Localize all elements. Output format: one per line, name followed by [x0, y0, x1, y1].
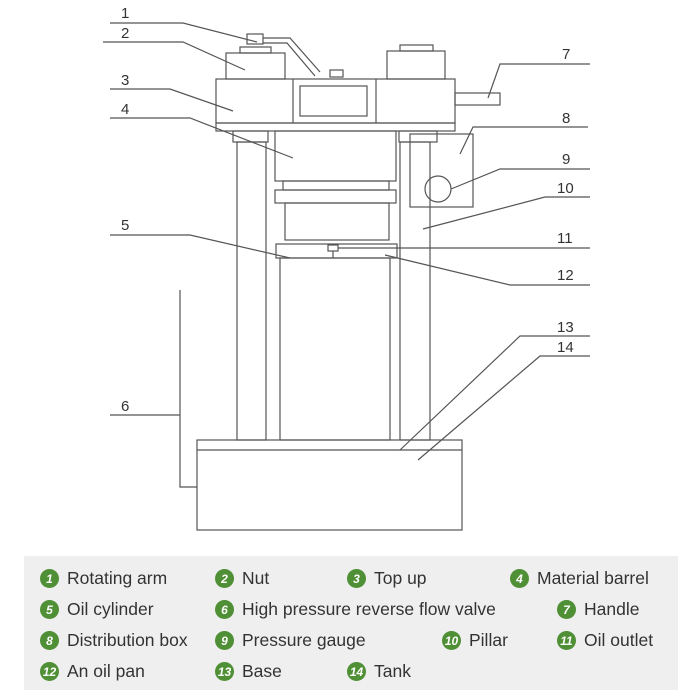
callout-leaders: [103, 22, 590, 461]
number-badge-icon: 11: [557, 631, 576, 650]
rotating-arm: [263, 37, 321, 73]
legend-item: 1 Rotating arm: [40, 568, 167, 589]
handle: [454, 92, 501, 106]
legend: 1 Rotating arm 2 Nut 3 Top up 4 Material bar…: [24, 556, 678, 690]
legend-item: 2 Nut: [215, 568, 269, 589]
machine-drawing: [179, 33, 501, 531]
oil-press-diagram: 1 2 3 4 5 6 7 8 9 10 11 12 13 14: [103, 5, 590, 531]
leader-line: [417, 355, 590, 461]
legend-label: Pillar: [469, 630, 508, 650]
legend-label: Nut: [242, 568, 270, 588]
arm-pivot: [329, 69, 344, 78]
pressure-gauge: [424, 175, 452, 203]
leader-line: [459, 126, 588, 155]
callout-11: 11: [557, 230, 573, 247]
legend-item: 11 Oil outlet: [557, 630, 653, 651]
barrel-ring: [282, 180, 390, 191]
callout-12: 12: [557, 267, 574, 284]
legend-label: Pressure gauge: [242, 630, 366, 650]
callout-1: 1: [121, 5, 129, 22]
legend-item: 12 An oil pan: [40, 661, 145, 682]
callout-9: 9: [562, 151, 570, 168]
number-badge-icon: 14: [347, 662, 366, 681]
nut-plate: [239, 46, 272, 54]
legend-label: Handle: [584, 599, 640, 619]
callout-14: 14: [557, 339, 574, 356]
callout-8: 8: [562, 110, 570, 127]
rotating-arm-edge: [263, 42, 316, 77]
top-window: [299, 85, 368, 117]
base: [196, 439, 463, 531]
legend-item: 4 Material barrel: [510, 568, 649, 589]
legend-label: Top up: [374, 568, 427, 588]
oil-outlet: [327, 244, 339, 252]
callout-6: 6: [121, 398, 129, 415]
legend-label: High pressure reverse flow valve: [242, 599, 496, 619]
legend-item: 7 Handle: [557, 599, 639, 620]
leader-line: [450, 168, 590, 190]
legend-item: 10 Pillar: [442, 630, 508, 651]
leader-line: [487, 63, 590, 99]
oil-cylinder: [279, 257, 391, 441]
number-badge-icon: 3: [347, 569, 366, 588]
callout-numbers: 1 2 3 4 5 6 7 8 9 10 11 12 13 14: [121, 5, 574, 415]
valve-line: [179, 290, 197, 488]
legend-label: Oil outlet: [584, 630, 654, 650]
legend-item: 14 Tank: [347, 661, 411, 682]
number-badge-icon: 9: [215, 631, 234, 650]
top-plate: [215, 122, 456, 132]
callout-2: 2: [121, 25, 129, 42]
legend-label: Material barrel: [537, 568, 649, 588]
number-badge-icon: 7: [557, 600, 576, 619]
legend-label: Tank: [374, 661, 411, 681]
leader-line: [384, 254, 590, 286]
callout-3: 3: [121, 72, 129, 89]
legend-label: Oil cylinder: [67, 599, 154, 619]
number-badge-icon: 13: [215, 662, 234, 681]
leader-line: [110, 117, 294, 159]
number-badge-icon: 10: [442, 631, 461, 650]
leader-line: [110, 234, 291, 259]
callout-5: 5: [121, 217, 129, 234]
rotating-arm-knob: [246, 33, 264, 45]
pillar-left: [236, 141, 267, 441]
callout-10: 10: [557, 180, 574, 197]
legend-label: Distribution box: [67, 630, 188, 650]
leader-line: [399, 335, 590, 451]
number-badge-icon: 12: [40, 662, 59, 681]
right-cap: [399, 44, 434, 52]
number-badge-icon: 4: [510, 569, 529, 588]
number-badge-icon: 2: [215, 569, 234, 588]
leader-line: [103, 41, 246, 71]
number-badge-icon: 1: [40, 569, 59, 588]
legend-item: 8 Distribution box: [40, 630, 188, 651]
legend-label: Base: [242, 661, 282, 681]
legend-label: Rotating arm: [67, 568, 168, 588]
distribution-box: [409, 133, 474, 208]
callout-7: 7: [562, 46, 570, 63]
legend-label: An oil pan: [67, 661, 145, 681]
right-box: [386, 50, 446, 80]
leader-line: [422, 196, 590, 230]
legend-item: 9 Pressure gauge: [215, 630, 366, 651]
barrel-flange: [274, 189, 397, 204]
material-barrel: [274, 130, 397, 182]
callout-4: 4: [121, 101, 129, 118]
leader-line: [110, 22, 258, 43]
legend-item: 5 Oil cylinder: [40, 599, 154, 620]
legend-item: 6 High pressure reverse flow valve: [215, 599, 496, 620]
legend-item: 13 Base: [215, 661, 282, 682]
leader-line: [110, 88, 234, 112]
press-block: [284, 202, 390, 241]
number-badge-icon: 5: [40, 600, 59, 619]
legend-item: 3 Top up: [347, 568, 427, 589]
number-badge-icon: 6: [215, 600, 234, 619]
callout-13: 13: [557, 319, 574, 336]
pillar-cap-right: [398, 130, 438, 143]
number-badge-icon: 8: [40, 631, 59, 650]
